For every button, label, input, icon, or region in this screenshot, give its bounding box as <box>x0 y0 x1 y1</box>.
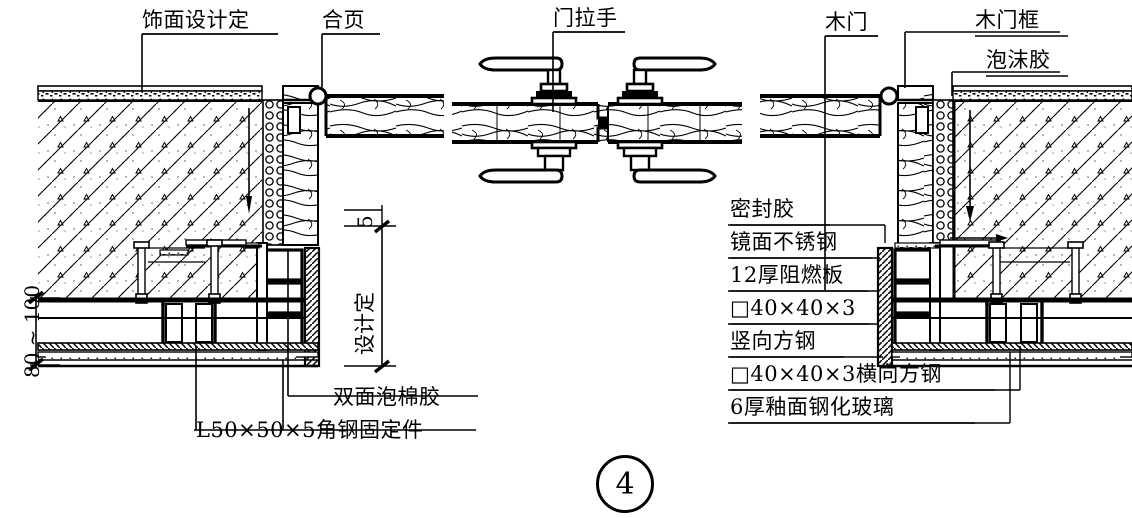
right-underlines <box>728 224 995 424</box>
left-bottom-leaders <box>195 250 330 430</box>
dim-design-determined <box>344 205 396 374</box>
label-wood-door-frame: 木门框 <box>975 8 1040 32</box>
label-door-pull: 门拉手 <box>553 6 618 30</box>
label-wood-door: 木门 <box>825 10 868 34</box>
right-angle-bracket <box>985 241 1084 347</box>
door-pull-left-lower <box>478 140 578 184</box>
right-foam-column <box>932 99 954 246</box>
label-flame-retardant-board: 12厚阻燃板 <box>730 263 844 287</box>
right-door-leaf <box>760 94 882 138</box>
right-hinge-pin <box>879 86 899 106</box>
label-vertical-square-steel: 竖向方钢 <box>730 329 816 353</box>
right-wood-frame <box>897 85 934 246</box>
label-angle-steel-fixing: L50×50×5角钢固定件 <box>196 418 424 442</box>
left-concrete-wall <box>38 98 262 302</box>
top-underlines <box>142 31 1068 77</box>
label-foam-glue: 泡沫胶 <box>986 48 1051 72</box>
door-pull-left-upper <box>478 56 578 106</box>
arrow-head-finish <box>246 196 252 214</box>
right-mirror-plate <box>876 246 894 368</box>
label-square-tube-40: □40×40×3 <box>730 296 856 320</box>
right-top-finish-layers <box>952 85 1132 101</box>
middle-door-handle-detail <box>452 31 742 184</box>
right-concrete-wall <box>952 98 1132 302</box>
bottom-left-underlines <box>194 395 478 431</box>
left-door-leaf <box>324 94 444 138</box>
label-finish-design: 饰面设计定 <box>142 8 250 32</box>
label-hinge: 合页 <box>322 8 365 32</box>
label-horizontal-square-steel: □40×40×3横向方钢 <box>730 362 942 386</box>
label-mirror-stainless-steel: 镜面不锈钢 <box>730 230 838 254</box>
label-sealant: 密封胶 <box>730 197 795 221</box>
left-foam-column <box>262 99 284 246</box>
left-section-assembly <box>27 33 444 430</box>
left-floor-layers <box>37 297 319 368</box>
detail-number-tag: 4 <box>596 455 654 513</box>
dim-text-gap-5: 5 <box>353 215 377 228</box>
left-wood-frame <box>282 85 319 246</box>
door-pull-right-lower <box>616 140 717 184</box>
door-pull-right-upper <box>616 56 717 106</box>
left-top-finish-layers <box>37 85 263 101</box>
right-section-assembly <box>730 31 1132 424</box>
right-square-tubes <box>893 242 941 351</box>
dim-text-wall-thickness: 80 ~ 100 <box>20 284 44 378</box>
dim-wall-thickness <box>27 290 60 372</box>
dim-text-design-determined: 设计定 <box>353 292 377 355</box>
left-angle-bracket <box>133 239 223 347</box>
left-square-tubes <box>256 242 304 351</box>
label-glazed-tempered-glass: 6厚釉面钢化玻璃 <box>730 395 895 419</box>
hinge-pin <box>308 86 328 106</box>
label-double-sided-foam-tape: 双面泡棉胶 <box>333 385 441 409</box>
right-wall-arrows <box>950 110 1008 242</box>
